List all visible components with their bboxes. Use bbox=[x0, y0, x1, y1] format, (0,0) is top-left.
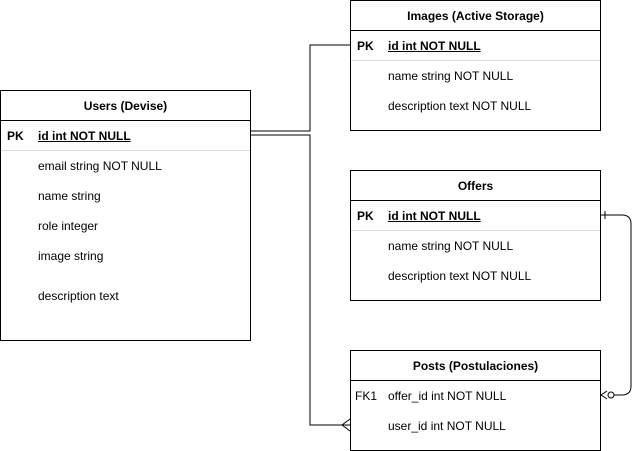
field-name: name string NOT NULL bbox=[388, 69, 514, 83]
pk-label: PK bbox=[357, 209, 374, 223]
pk-row: PK id int NOT NULL bbox=[1, 121, 250, 151]
entity-title: Offers bbox=[351, 171, 600, 201]
fk-row: FK1 offer_id int NOT NULL bbox=[351, 381, 600, 411]
entity-title: Users (Devise) bbox=[1, 91, 250, 121]
field-row: name string NOT NULL bbox=[351, 61, 600, 91]
users-images-link bbox=[250, 44, 350, 132]
field-row: description text NOT NULL bbox=[351, 261, 600, 291]
field-email: email string NOT NULL bbox=[38, 159, 162, 173]
pk-label: PK bbox=[357, 39, 374, 53]
field-description: description text NOT NULL bbox=[388, 99, 532, 113]
entity-title: Posts (Postulaciones) bbox=[351, 351, 600, 381]
pk-row: PK id int NOT NULL bbox=[351, 201, 600, 231]
pk-field: id int NOT NULL bbox=[388, 39, 481, 53]
offers-posts-link bbox=[600, 214, 632, 396]
field-row: description text NOT NULL bbox=[351, 91, 600, 121]
field-row: name string bbox=[1, 181, 250, 211]
pk-field: id int NOT NULL bbox=[388, 209, 481, 223]
field-image: image string bbox=[38, 249, 104, 263]
field-description: description text bbox=[38, 289, 119, 303]
field-description: description text NOT NULL bbox=[388, 269, 532, 283]
field-name: name string NOT NULL bbox=[388, 239, 514, 253]
field-row: image string bbox=[1, 241, 250, 271]
pk-field: id int NOT NULL bbox=[38, 129, 131, 143]
field-row: name string NOT NULL bbox=[351, 231, 600, 261]
field-user-id: user_id int NOT NULL bbox=[388, 419, 506, 433]
pk-row: PK id int NOT NULL bbox=[351, 31, 600, 61]
field-row: email string NOT NULL bbox=[1, 151, 250, 181]
field-offer-id: offer_id int NOT NULL bbox=[388, 389, 507, 403]
zero-many-marker-posts bbox=[600, 390, 615, 400]
entity-title: Images (Active Storage) bbox=[351, 1, 600, 31]
pk-label: PK bbox=[7, 129, 24, 143]
field-row: role integer bbox=[1, 211, 250, 241]
crows-foot-users-posts bbox=[341, 418, 351, 432]
entity-posts: Posts (Postulaciones) FK1 offer_id int N… bbox=[350, 350, 601, 451]
field-role: role integer bbox=[38, 219, 99, 233]
entity-images: Images (Active Storage) PK id int NOT NU… bbox=[350, 0, 601, 131]
entity-users: Users (Devise) PK id int NOT NULL email … bbox=[0, 90, 251, 341]
field-row: description text bbox=[1, 281, 250, 311]
entity-offers: Offers PK id int NOT NULL name string NO… bbox=[350, 170, 601, 301]
field-name: name string bbox=[38, 189, 101, 203]
field-row: user_id int NOT NULL bbox=[351, 411, 600, 441]
users-posts-link bbox=[250, 134, 350, 426]
fk-label: FK1 bbox=[355, 389, 378, 403]
